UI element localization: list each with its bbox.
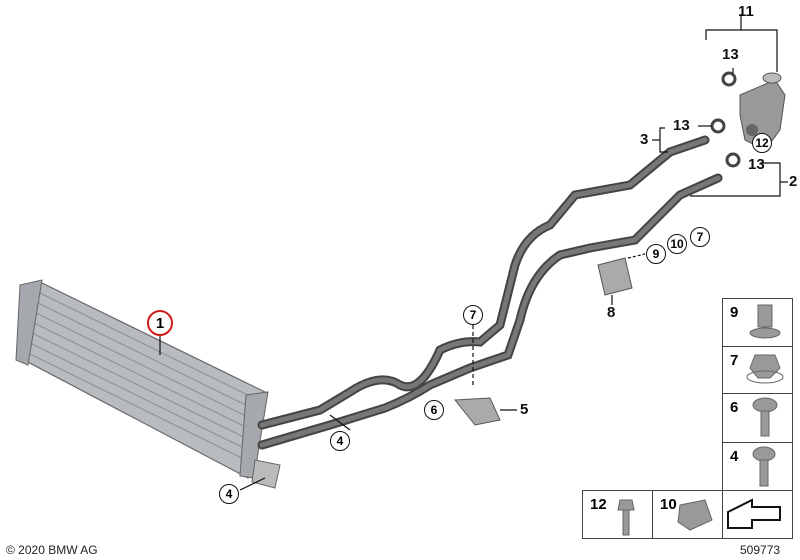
o-ring [725,152,741,168]
o-ring [721,71,737,87]
grid-label: 9 [730,304,739,321]
grid-label: 4 [730,448,739,465]
diagram-number: 509773 [740,543,781,557]
grid-cell-arrow [722,490,793,539]
grid-cell-10[interactable]: 10 [652,490,723,539]
oil-cooler-radiator[interactable] [15,279,281,489]
bracket-5 [454,397,501,426]
grid-label: 7 [730,352,739,369]
oil-lines[interactable] [257,135,723,450]
grid-cell-7[interactable]: 7 [722,346,793,394]
callout-4: 4 [219,484,239,504]
bracket-8 [597,257,633,296]
callout-1-highlighted[interactable]: 1 [147,310,173,336]
callout-2: 2 [789,173,798,190]
callout-6: 6 [424,400,444,420]
callout-5: 5 [520,401,529,418]
callout-3: 3 [640,131,649,148]
callout-13: 13 [673,117,690,134]
grid-label: 12 [590,496,607,513]
grid-cell-9[interactable]: 9 [722,298,793,347]
callout-8: 8 [607,304,616,321]
copyright: © 2020 BMW AG [6,543,98,557]
grid-cell-6[interactable]: 6 [722,393,793,443]
callout-7: 7 [690,227,710,247]
o-ring [710,118,726,134]
thermostat-housing[interactable] [710,71,786,168]
callout-13: 13 [722,46,739,63]
grid-label: 6 [730,399,739,416]
callout-9: 9 [646,244,666,264]
grid-cell-4[interactable]: 4 [722,442,793,491]
grid-cell-12[interactable]: 12 [582,490,653,539]
callout-12: 12 [752,133,772,153]
callout-7: 7 [463,305,483,325]
callout-13: 13 [748,156,765,173]
grid-label: 10 [660,496,677,513]
callout-11: 11 [738,3,754,20]
callout-4: 4 [330,431,350,451]
direction-arrow-icon [727,498,781,529]
callout-10: 10 [667,234,687,254]
